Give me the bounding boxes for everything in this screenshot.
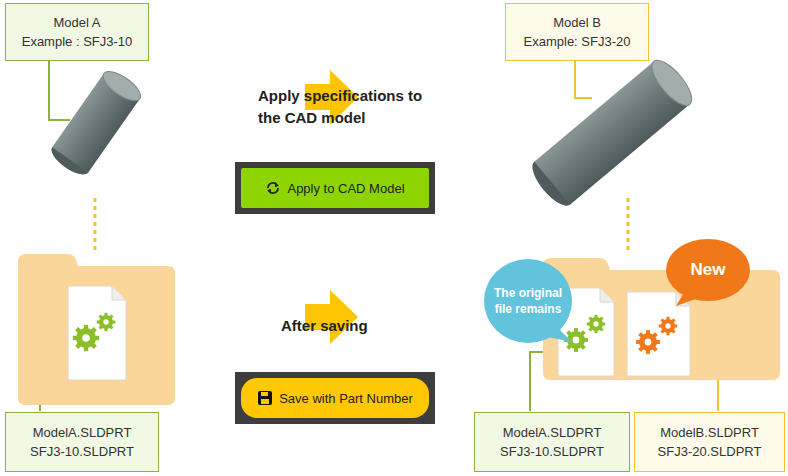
button-label: Save with Part Number — [279, 389, 413, 408]
button-face: Apply to CAD Model — [241, 168, 429, 208]
box-text: Example : SFJ3-10 — [12, 32, 142, 51]
refresh-icon — [265, 180, 281, 196]
leader-line — [575, 61, 592, 98]
step-label: After saving — [281, 315, 401, 337]
box-text: ModelA.SLDPRT — [12, 423, 152, 442]
speech-bubble: New — [666, 239, 750, 301]
callout-box: Model AExample : SFJ3-10 — [5, 3, 149, 61]
cylinder-model-a — [47, 66, 145, 180]
box-text: SFJ3-10.SLDPRT — [481, 442, 623, 461]
leader-line — [49, 61, 70, 120]
bubble-text: The original file remains — [494, 285, 562, 317]
file-box: ModelA.SLDPRTSFJ3-10.SLDPRT — [474, 412, 630, 472]
dotted-link — [627, 198, 630, 250]
apply-button: Apply to CAD Model — [235, 162, 435, 214]
dotted-link — [94, 198, 97, 250]
speech-bubble: The original file remains — [484, 259, 572, 343]
file-box: ModelB.SLDPRTSFJ3-20.SLDPRT — [634, 412, 785, 472]
button-label: Apply to CAD Model — [287, 179, 404, 198]
box-text: Model A — [12, 13, 142, 32]
gear-icons — [73, 313, 677, 354]
step-label: Apply specifications to the CAD model — [258, 85, 423, 129]
box-text: Model B — [512, 13, 642, 32]
folder — [18, 254, 175, 405]
save-button: Save with Part Number — [235, 372, 435, 424]
disk-icon — [257, 390, 273, 406]
file-box: ModelA.SLDPRTSFJ3-10.SLDPRT — [5, 412, 159, 472]
callout-box: Model BExample: SFJ3-20 — [505, 3, 649, 61]
box-text: SFJ3-20.SLDPRT — [641, 442, 778, 461]
button-face: Save with Part Number — [241, 378, 429, 418]
box-text: Example: SFJ3-20 — [512, 32, 642, 51]
bubble-text: New — [691, 259, 726, 282]
box-text: ModelB.SLDPRT — [641, 423, 778, 442]
box-text: ModelA.SLDPRT — [481, 423, 623, 442]
box-text: SFJ3-10.SLDPRT — [12, 442, 152, 461]
document — [68, 286, 126, 380]
cylinder-model-b — [526, 54, 698, 211]
